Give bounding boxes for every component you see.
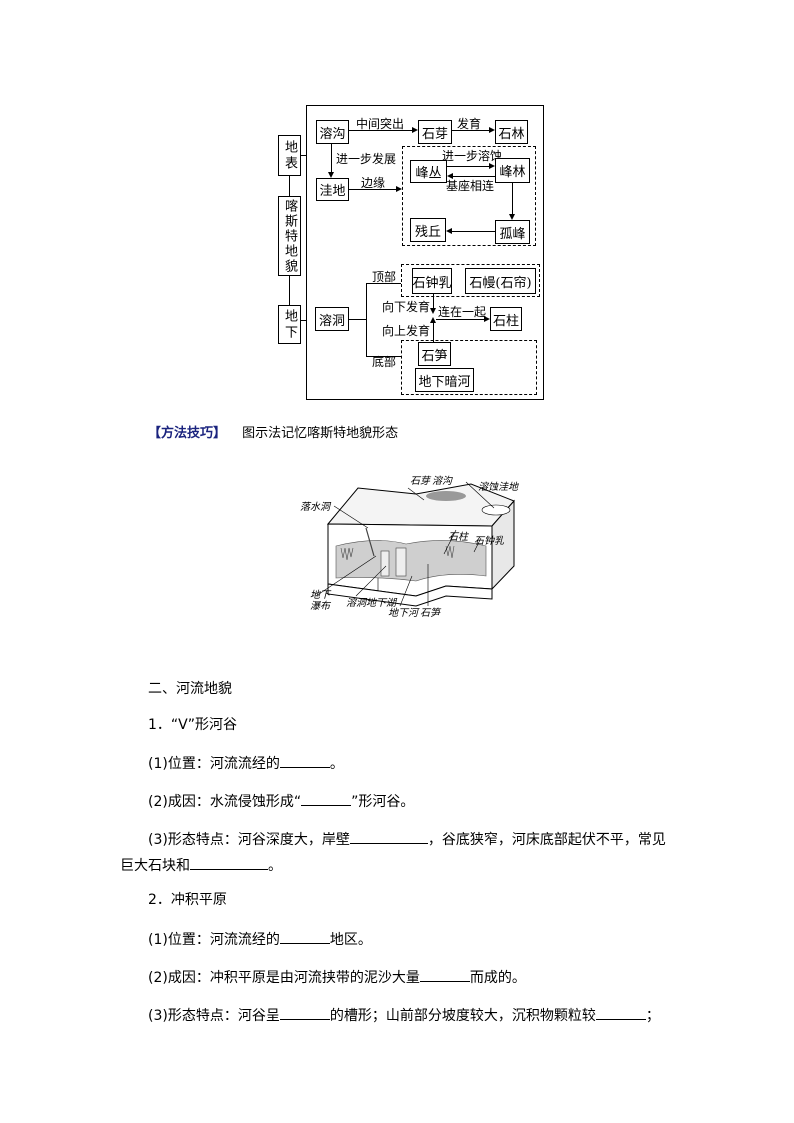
v-valley-location: (1)位置：河流流经的。 [148, 753, 344, 773]
dashed-region-ceiling [401, 264, 540, 297]
box-underground: 地下 [278, 305, 301, 344]
blank-field[interactable] [349, 829, 428, 844]
box-shizhu: 石柱 [490, 307, 522, 331]
blank-field[interactable] [279, 929, 330, 944]
karst-block-illustration: 石芽 溶沟 溶蚀洼地 落水洞 石柱 石钟乳 地下瀑布 溶洞 地下湖 地下河 石笋 [296, 466, 530, 619]
label-middle-protrude: 中间突出 [356, 117, 405, 131]
arrow-line [349, 130, 412, 131]
arrow-head [430, 317, 436, 323]
label-rongdong: 溶洞 [346, 598, 366, 609]
blank-field[interactable] [279, 753, 330, 768]
arrow-line [452, 130, 489, 131]
v-valley-cause: (2)成因：水流侵蚀形成“”形河谷。 [148, 791, 414, 811]
arrow-head [412, 127, 418, 133]
box-rongou: 溶沟 [316, 120, 349, 144]
arrow-head [489, 127, 495, 133]
box-surface: 地表 [278, 135, 301, 176]
label-shizhongru: 石钟乳 [474, 536, 504, 547]
label-wadi: 溶蚀洼地 [478, 482, 518, 493]
label-shiya: 石芽 [410, 476, 430, 487]
alluvial-cause: (2)成因：冲积平原是由河流挟带的泥沙大量而成的。 [148, 967, 526, 987]
outer-frame [306, 105, 544, 400]
box-wadi: 洼地 [316, 178, 349, 201]
label-lake: 地下湖 [366, 598, 396, 609]
dashed-region-floor [401, 340, 537, 395]
arrow-line [447, 166, 489, 167]
box-fenglin: 峰林 [495, 158, 530, 183]
connector [366, 283, 367, 356]
box-fengcong: 峰丛 [410, 160, 447, 183]
arrow-head [396, 186, 402, 192]
box-shisun: 石笋 [418, 342, 451, 366]
arrow-line [349, 189, 396, 190]
karst-block-drawing [315, 481, 515, 607]
arrow-head [484, 316, 490, 322]
v-valley-title: 1．“V”形河谷 [148, 717, 237, 733]
label-further-develop: 进一步发展 [336, 152, 397, 166]
connector [289, 176, 290, 196]
v-valley-feature: (3)形态特点：河谷深度大，岸壁，谷底狭窄，河床底部起伏不平，常见 [148, 829, 666, 849]
box-canqiu: 残丘 [410, 218, 446, 242]
arrow-line [453, 176, 495, 177]
box-rongdong: 溶洞 [315, 307, 349, 331]
connector [366, 356, 401, 357]
label-further-dissolve: 进一步溶蚀 [442, 149, 503, 163]
box-shizhongru: 石钟乳 [412, 268, 452, 294]
alluvial-title: 2．冲积平原 [148, 892, 227, 908]
connector [289, 276, 290, 305]
box-shiya: 石芽 [418, 120, 452, 144]
label-bottom: 底部 [372, 355, 397, 369]
box-shilin: 石林 [495, 120, 528, 144]
blank-field[interactable] [190, 855, 268, 870]
arrow-head [489, 163, 495, 169]
label-top: 顶部 [372, 270, 397, 284]
arrow-line [452, 231, 495, 232]
label-waterfall: 地下瀑布 [310, 590, 330, 612]
box-anhe: 地下暗河 [415, 368, 474, 392]
label-river: 地下河 [388, 608, 418, 619]
label-base-connected: 基座相连 [446, 179, 495, 193]
label-shizhu: 石柱 [448, 532, 468, 543]
arrow-line [331, 144, 332, 172]
connector [301, 155, 307, 156]
label-grow-down: 向下发育 [382, 300, 431, 314]
tip-tag: 【方法技巧】 [148, 426, 227, 441]
blank-field[interactable] [301, 791, 352, 806]
method-tip: 【方法技巧】 图示法记忆喀斯特地貌形态 [148, 425, 398, 443]
box-gufeng: 孤峰 [495, 220, 530, 244]
alluvial-location: (1)位置：河流流经的地区。 [148, 929, 372, 949]
arrow-line [436, 319, 484, 320]
blank-field[interactable] [279, 1005, 330, 1020]
arrow-head [328, 172, 334, 178]
arrow-line [433, 322, 434, 342]
blank-field[interactable] [419, 967, 470, 982]
arrow-head [447, 173, 453, 179]
label-connect: 连在一起 [438, 305, 487, 319]
arrow-line [512, 183, 513, 214]
arrow-head [446, 228, 452, 234]
label-rongou: 溶沟 [432, 476, 452, 487]
box-karst-title: 喀斯特地貌 [278, 196, 301, 276]
box-shiman: 石幔(石帘) [465, 268, 536, 294]
arrow-head [509, 214, 515, 220]
label-grow-up: 向上发育 [382, 324, 431, 338]
connector [349, 319, 366, 320]
connector [366, 283, 401, 284]
label-shisun: 石笋 [420, 608, 440, 619]
blank-field[interactable] [595, 1005, 646, 1020]
connector [301, 320, 307, 321]
dashed-region-peaks [402, 146, 536, 246]
arrow-head [430, 308, 436, 314]
arrow-line [433, 294, 434, 310]
label-edge: 边缘 [361, 176, 386, 190]
label-sinkhole: 落水洞 [300, 502, 330, 513]
label-develop: 发育 [457, 117, 482, 131]
section-heading: 二、河流地貌 [148, 681, 232, 697]
tip-text: 图示法记忆喀斯特地貌形态 [242, 426, 399, 441]
v-valley-feature-line2: 巨大石块和。 [120, 855, 282, 875]
alluvial-feature: (3)形态特点：河谷呈的槽形；山前部分坡度较大，沉积物颗粒较； [148, 1005, 660, 1025]
